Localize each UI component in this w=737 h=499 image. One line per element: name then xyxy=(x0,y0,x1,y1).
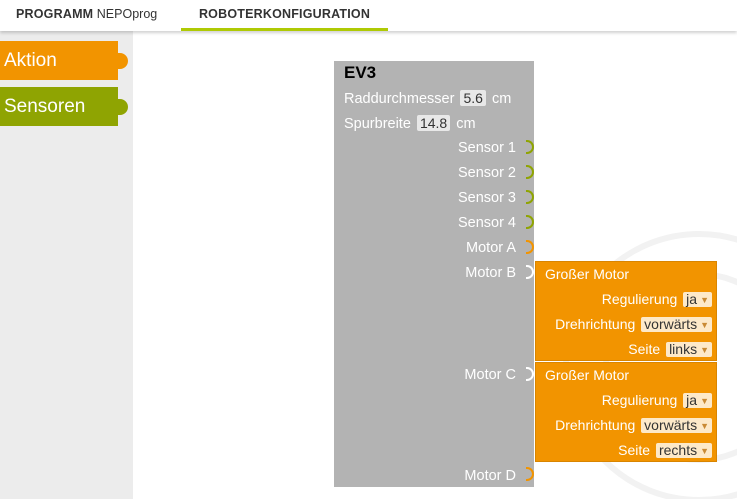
motor-c-connector-icon[interactable] xyxy=(526,367,534,381)
toolbox-category-aktion[interactable]: Aktion xyxy=(0,41,128,80)
sensor-3-connector-icon[interactable] xyxy=(526,190,534,204)
motor-direction-dropdown[interactable]: vorwärts▼ xyxy=(641,418,712,433)
wheel-diameter-label: Raddurchmesser xyxy=(344,91,455,107)
port-label-sensor-4: Sensor 4 xyxy=(457,215,516,231)
port-label-sensor-3: Sensor 3 xyxy=(457,190,516,206)
dropdown-value: links xyxy=(669,341,698,357)
motor-regulation-dropdown[interactable]: ja▼ xyxy=(683,393,712,408)
dropdown-value: ja xyxy=(686,291,698,307)
motor-direction-dropdown[interactable]: vorwärts▼ xyxy=(641,317,712,332)
sensor-4-connector-icon[interactable] xyxy=(526,215,534,229)
tab-program[interactable]: PROGRAMM NEPOprog xyxy=(16,0,157,31)
motor-regulation-row: Regulierung ja▼ xyxy=(602,392,712,408)
wheel-diameter-unit: cm xyxy=(491,91,512,107)
motor-side-row: Seite rechts▼ xyxy=(618,442,712,458)
motor-side-dropdown[interactable]: links▼ xyxy=(666,342,712,357)
tab-program-name: NEPOprog xyxy=(96,7,158,21)
motor-side-label: Seite xyxy=(618,442,651,458)
toolbox: Aktion Sensoren xyxy=(0,31,133,499)
motor-side-dropdown[interactable]: rechts▼ xyxy=(655,442,712,458)
ev3-config-block[interactable]: EV3 Raddurchmesser 5.6 cm Spurbreite 14.… xyxy=(334,61,534,487)
motor-direction-label: Drehrichtung xyxy=(555,316,636,332)
toolbox-category-sensoren[interactable]: Sensoren xyxy=(0,87,128,126)
motor-b-connector-icon[interactable] xyxy=(526,265,534,279)
sensor-2-connector-icon[interactable] xyxy=(526,165,534,179)
track-width-label: Spurbreite xyxy=(344,116,411,132)
motor-direction-row: Drehrichtung vorwärts▼ xyxy=(555,417,712,433)
motor-side-label: Seite xyxy=(628,341,661,357)
sensor-1-connector-icon[interactable] xyxy=(526,140,534,154)
port-label-sensor-2: Sensor 2 xyxy=(457,165,516,181)
dropdown-value: rechts xyxy=(658,442,698,458)
toolbox-category-label: Sensoren xyxy=(4,96,86,117)
motor-direction-row: Drehrichtung vorwärts▼ xyxy=(555,316,712,332)
motor-direction-label: Drehrichtung xyxy=(555,417,636,433)
motor-regulation-label: Regulierung xyxy=(601,392,678,408)
top-tab-bar: PROGRAMM NEPOprog ROBOTERKONFIGURATION xyxy=(0,0,737,31)
tab-robot-configuration[interactable]: ROBOTERKONFIGURATION xyxy=(181,0,388,31)
track-width-field[interactable]: 14.8 xyxy=(416,115,451,131)
track-width-row: Spurbreite 14.8 cm xyxy=(344,115,476,132)
dropdown-arrow-icon: ▼ xyxy=(700,294,709,305)
dropdown-arrow-icon: ▼ xyxy=(700,420,709,431)
dropdown-arrow-icon: ▼ xyxy=(700,445,709,456)
puzzle-tab-icon xyxy=(116,53,128,69)
motor-regulation-dropdown[interactable]: ja▼ xyxy=(683,292,712,307)
dropdown-value: ja xyxy=(686,392,698,408)
wheel-diameter-row: Raddurchmesser 5.6 cm xyxy=(344,90,511,107)
port-label-motor-b: Motor B xyxy=(465,265,516,281)
motor-side-row: Seite links▼ xyxy=(628,341,712,357)
port-label-motor-c: Motor C xyxy=(464,367,516,383)
large-motor-block-b[interactable]: Großer Motor Regulierung ja▼ Drehrichtun… xyxy=(535,261,717,361)
motor-d-connector-icon[interactable] xyxy=(526,467,534,481)
ev3-block-title: EV3 xyxy=(344,63,377,82)
toolbox-category-label: Aktion xyxy=(4,50,57,71)
large-motor-block-c[interactable]: Großer Motor Regulierung ja▼ Drehrichtun… xyxy=(535,362,717,462)
track-width-unit: cm xyxy=(456,116,476,132)
motor-regulation-row: Regulierung ja▼ xyxy=(602,291,712,307)
dropdown-arrow-icon: ▼ xyxy=(700,319,709,330)
motor-block-title: Großer Motor xyxy=(545,367,630,383)
dropdown-arrow-icon: ▼ xyxy=(700,395,709,406)
port-label-motor-d: Motor D xyxy=(464,468,516,484)
motor-regulation-label: Regulierung xyxy=(601,291,678,307)
puzzle-tab-icon xyxy=(116,99,128,115)
tab-program-label: PROGRAMM xyxy=(16,7,94,21)
port-label-sensor-1: Sensor 1 xyxy=(457,140,516,156)
motor-a-connector-icon[interactable] xyxy=(526,240,534,254)
dropdown-value: vorwärts xyxy=(644,316,698,332)
dropdown-value: vorwärts xyxy=(644,417,698,433)
port-label-motor-a: Motor A xyxy=(466,240,516,256)
dropdown-arrow-icon: ▼ xyxy=(700,344,709,355)
motor-block-title: Großer Motor xyxy=(545,266,630,282)
wheel-diameter-field[interactable]: 5.6 xyxy=(460,90,486,106)
